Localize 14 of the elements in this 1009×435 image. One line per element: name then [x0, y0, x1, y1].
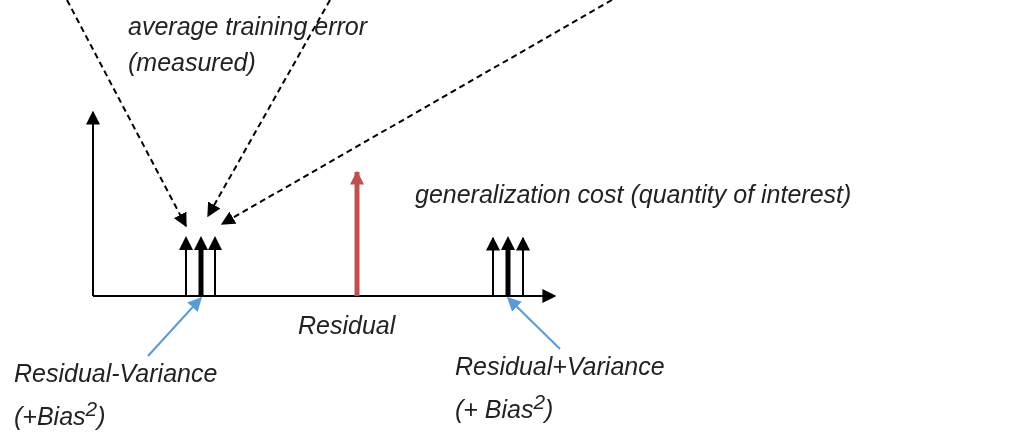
impulse-marker: [208, 236, 222, 296]
axis-label: Residual: [298, 310, 397, 341]
arrow: [220, 0, 613, 225]
impulse-marker: [179, 236, 193, 296]
annotation-text: Residual+Variance (+ Bias$^{2}$): [455, 348, 670, 428]
annotation-text: average training error (measured): [128, 11, 369, 78]
arrow: [507, 297, 561, 350]
annotation-text: Residual-Variance (+Bias$^{2}$): [14, 355, 229, 435]
annotation-text: generalization cost (quantity of interest): [415, 179, 853, 210]
arrow: [207, 0, 331, 218]
impulse-marker: [501, 236, 515, 296]
arrow: [66, 0, 187, 228]
arrow: [147, 296, 202, 357]
impulse-marker: [194, 236, 208, 296]
